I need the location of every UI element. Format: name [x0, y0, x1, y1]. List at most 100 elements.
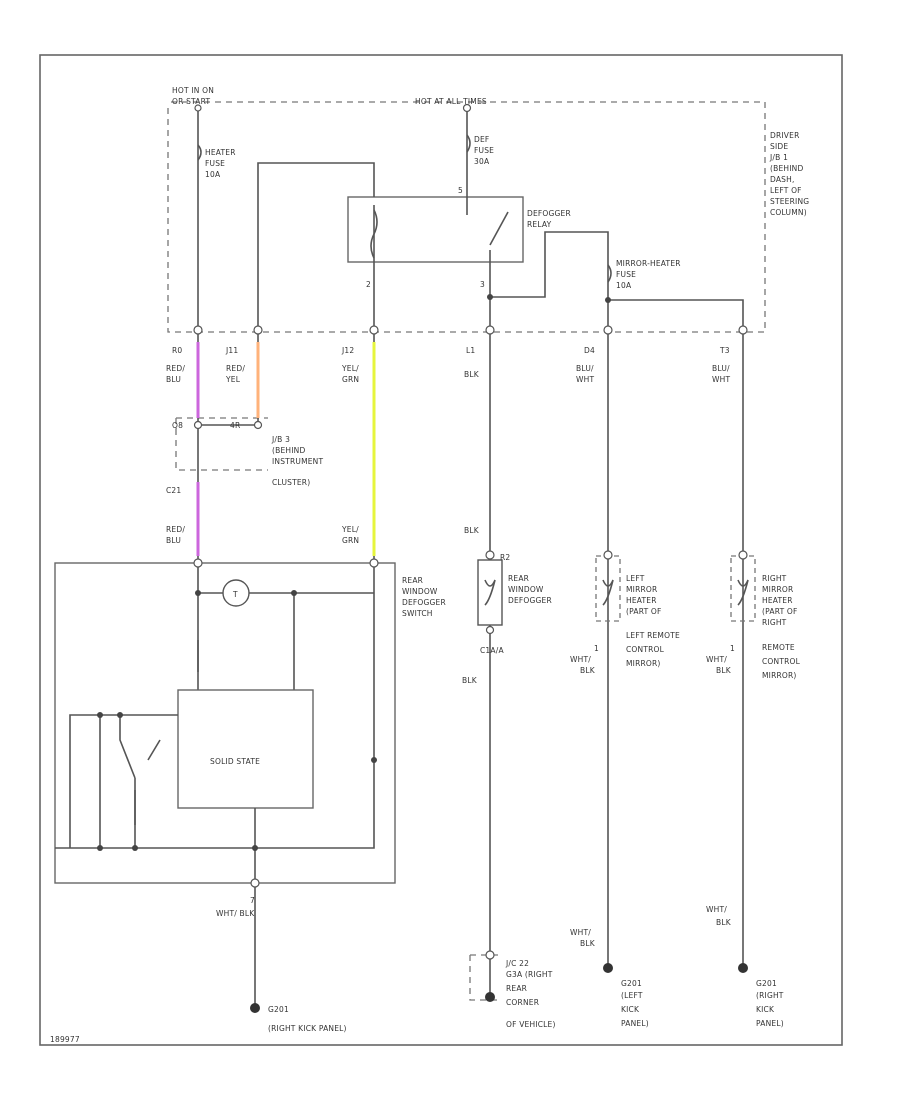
label-mirror-fuse-1: MIRROR-HEATER	[616, 259, 681, 268]
rear-defogger-element	[477, 559, 503, 626]
label-def-fuse-1: DEF	[474, 135, 489, 144]
label-jb3-pin-q: Q8	[172, 421, 183, 430]
label-pin-rm-1: 1	[730, 644, 735, 653]
label-wire-red-blu-b-1: RED/	[166, 525, 185, 534]
label-g-sw-1: G201	[268, 1005, 289, 1014]
label-jc-2: G3A (RIGHT	[506, 970, 553, 979]
svg-text:T: T	[232, 590, 238, 599]
label-defogger-relay-1: DEFOGGER	[527, 209, 571, 218]
label-g-rm-2: (RIGHT	[756, 991, 784, 1000]
defogger-relay-box	[347, 196, 524, 263]
label-right-mirror-8: MIRROR)	[762, 671, 797, 680]
label-conn-j11: J11	[225, 346, 238, 355]
label-mirror-fuse-3: 10A	[616, 281, 632, 290]
ground-left-mirror	[603, 963, 613, 973]
label-g-lm-2: (LEFT	[621, 991, 643, 1000]
label-heater-fuse-3: 10A	[205, 170, 221, 179]
label-g-rm-1: G201	[756, 979, 777, 988]
connector-pins	[193, 103, 748, 960]
label-wire-blk-l1: BLK	[464, 370, 480, 379]
label-g-rm-3: KICK	[756, 1005, 775, 1014]
label-heater-fuse-2: FUSE	[205, 159, 225, 168]
label-wire-blu-wht-t3-2: WHT	[712, 375, 730, 384]
label-jc-4: CORNER	[506, 998, 539, 1007]
label-wire-wht-blk-rm-2: BLK	[716, 666, 732, 675]
label-right-mirror-5: RIGHT	[762, 618, 787, 627]
label-jc-5: OF VEHICLE)	[506, 1020, 556, 1029]
label-right-mirror-4: (PART OF	[762, 607, 798, 616]
ground-defogger	[485, 992, 495, 1002]
label-heater-fuse-1: HEATER	[205, 148, 236, 157]
label-wire-red-yel-1: RED/	[226, 364, 245, 373]
label-conn-r0: R0	[172, 346, 182, 355]
label-pin-relay-2: 2	[366, 280, 371, 289]
defogger-switch-box	[54, 562, 396, 884]
label-jc-3: REAR	[506, 984, 527, 993]
label-wire-wht-blk-lm-2: BLK	[580, 666, 596, 675]
label-wire-wht-blk-lm-b-1: WHT/	[570, 928, 591, 937]
label-left-mirror-3: HEATER	[626, 596, 657, 605]
label-right-mirror-7: CONTROL	[762, 657, 801, 666]
wire-relay-out	[490, 231, 609, 330]
label-jb3-3: INSTRUMENT	[272, 457, 323, 466]
label-wire-wht-blk-rm-b-1: WHT/	[706, 905, 727, 914]
mirror-fuse-symbol	[607, 264, 612, 283]
label-switch-4: SWITCH	[402, 609, 433, 618]
left-mirror-grid	[602, 579, 614, 606]
label-wire-yel-grn-b-2: GRN	[342, 536, 359, 545]
label-wire-wht-blk-sw: WHT/ BLK	[216, 909, 255, 918]
label-wire-wht-blk-lm-b-2: BLK	[580, 939, 596, 948]
solid-state-box	[177, 689, 314, 809]
label-left-mirror-7: MIRROR)	[626, 659, 661, 668]
jb3-border	[175, 417, 268, 471]
label-hot-at-all-times: HOT AT ALL TIMES	[415, 97, 487, 106]
heater-fuse-symbol	[197, 144, 202, 161]
label-right-mirror-3: HEATER	[762, 596, 793, 605]
label-jc-1: J/C 22	[505, 959, 529, 968]
label-right-mirror-6: REMOTE	[762, 643, 795, 652]
junction-dots	[97, 294, 611, 851]
label-hot-in-on: HOT IN ON	[172, 86, 214, 95]
label-wire-blu-wht-t3-1: BLU/	[712, 364, 730, 373]
label-conn-r2: R2	[500, 553, 510, 562]
label-switch-1: REAR	[402, 576, 423, 585]
label-defogger-3: DEFOGGER	[508, 596, 552, 605]
label-jb-driver-4: (BEHIND	[770, 164, 803, 173]
label-jb-driver-7: STEERING	[770, 197, 809, 206]
label-wire-red-yel-2: YEL	[225, 375, 241, 384]
label-conn-j12: J12	[341, 346, 354, 355]
label-conn-d4: D4	[584, 346, 595, 355]
wire-mirror-fuse-out	[608, 299, 744, 330]
label-wire-red-blu-1: RED/	[166, 364, 185, 373]
label-wire-yel-grn-2: GRN	[342, 375, 359, 384]
label-left-mirror-1: LEFT	[626, 574, 645, 583]
label-wire-blu-wht-d4-2: WHT	[576, 375, 594, 384]
wire-j11-feed	[257, 162, 375, 330]
label-right-mirror-2: MIRROR	[762, 585, 793, 594]
label-switch-3: DEFOGGER	[402, 598, 446, 607]
label-pin-relay-3: 3	[480, 280, 485, 289]
label-def-fuse-3: 30A	[474, 157, 490, 166]
label-left-mirror-4: (PART OF	[626, 607, 662, 616]
label-jb-driver-1: DRIVER	[770, 131, 799, 140]
label-jb-driver-6: LEFT OF	[770, 186, 802, 195]
label-conn-c21: C21	[166, 486, 181, 495]
label-wire-blu-wht-d4-1: BLU/	[576, 364, 594, 373]
label-wire-red-blu-2: BLU	[166, 375, 181, 384]
label-jb3-pin-4r: 4R	[230, 421, 240, 430]
label-solid-state: SOLID STATE	[210, 757, 260, 766]
label-def-fuse-2: FUSE	[474, 146, 494, 155]
label-switch-2: WINDOW	[402, 587, 438, 596]
label-pin-lm-1: 1	[594, 644, 599, 653]
label-wire-wht-blk-rm-b-2: BLK	[716, 918, 732, 927]
label-g-lm-4: PANEL)	[621, 1019, 649, 1028]
label-pin-sw-7: 7	[250, 896, 255, 905]
label-wire-blk-def: BLK	[462, 676, 478, 685]
jc22-border	[469, 954, 498, 1001]
label-jb3-2: (BEHIND	[272, 446, 305, 455]
timer-symbol	[222, 579, 250, 607]
label-g-rm-4: PANEL)	[756, 1019, 784, 1028]
label-jb-driver-3: J/B 1	[769, 153, 788, 162]
right-mirror-grid	[737, 579, 749, 606]
